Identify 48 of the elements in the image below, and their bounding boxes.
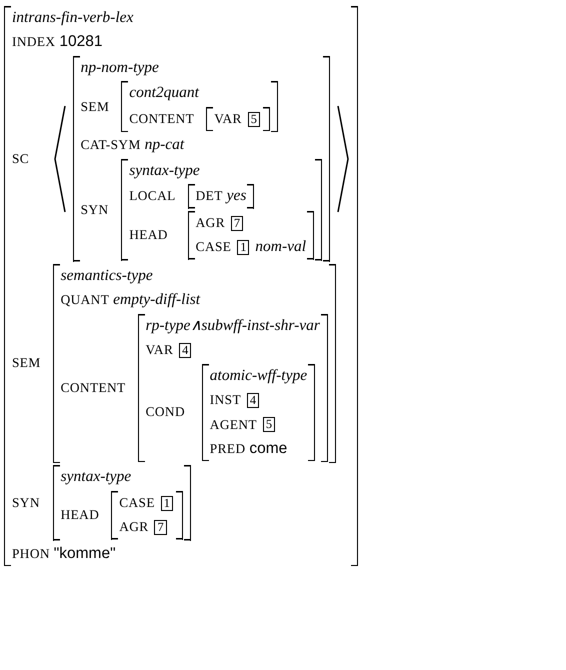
feature-name: INST (210, 392, 242, 408)
feature-name: AGENT (210, 416, 257, 432)
tag-box: 4 (246, 392, 260, 408)
type-name: np-nom-type (80, 58, 159, 76)
feature-name: SEM (80, 98, 110, 114)
feature-name: COND (146, 404, 185, 420)
feature-name: LOCAL (129, 188, 176, 204)
feature-name: AGR (119, 519, 149, 534)
feature-name: AGR (196, 214, 225, 230)
feature-name: SEM (12, 355, 41, 370)
feature-value: yes (226, 187, 246, 204)
type-name: atomic-wff-type (210, 366, 308, 384)
feature-name: CASE (119, 494, 155, 510)
type-name: syntax-type (60, 468, 132, 486)
feature-name: PRED (210, 440, 246, 456)
feature-name: INDEX (12, 34, 56, 50)
feature-name: SYN (12, 494, 40, 510)
feature-value: nom-val (255, 238, 306, 256)
feature-name: QUANT (60, 292, 110, 308)
tag-box: 5 (262, 417, 276, 432)
feature-value: empty-diff-list (113, 291, 200, 308)
type-name: semantics-type (60, 266, 153, 284)
tag-box: 4 (179, 343, 192, 358)
feature-value: 10281 (59, 33, 102, 50)
tag-box: 5 (248, 112, 260, 127)
feature-name: VAR (214, 110, 242, 126)
feature-name: HEAD (129, 226, 168, 242)
type-name: cont2quant (129, 84, 199, 102)
type-name: syntax-type (129, 162, 200, 179)
type-name: rp-type∧subwff-inst-shr-var (146, 316, 320, 334)
feature-value: "komme" (54, 544, 116, 562)
feature-name: CONTENT (129, 110, 194, 126)
type-name: intrans-fin-verb-lex (12, 9, 134, 26)
tag-box: 1 (160, 496, 173, 511)
feature-name: VAR (146, 342, 174, 358)
tag-box: 1 (237, 240, 250, 256)
tag-box: 7 (154, 520, 167, 536)
feature-name: SYN (80, 202, 108, 217)
feature-name: HEAD (60, 507, 100, 522)
feature-name: CASE (196, 239, 232, 254)
feature-name: CONTENT (60, 380, 126, 395)
feature-value: come (249, 440, 288, 457)
feature-value: np-cat (144, 136, 184, 154)
feature-name: CAT-SYM (80, 137, 141, 152)
feature-name: PHON (12, 546, 50, 561)
tag-box: 7 (230, 216, 244, 231)
feature-name: DET (196, 188, 223, 204)
feature-name: SC (12, 150, 30, 166)
